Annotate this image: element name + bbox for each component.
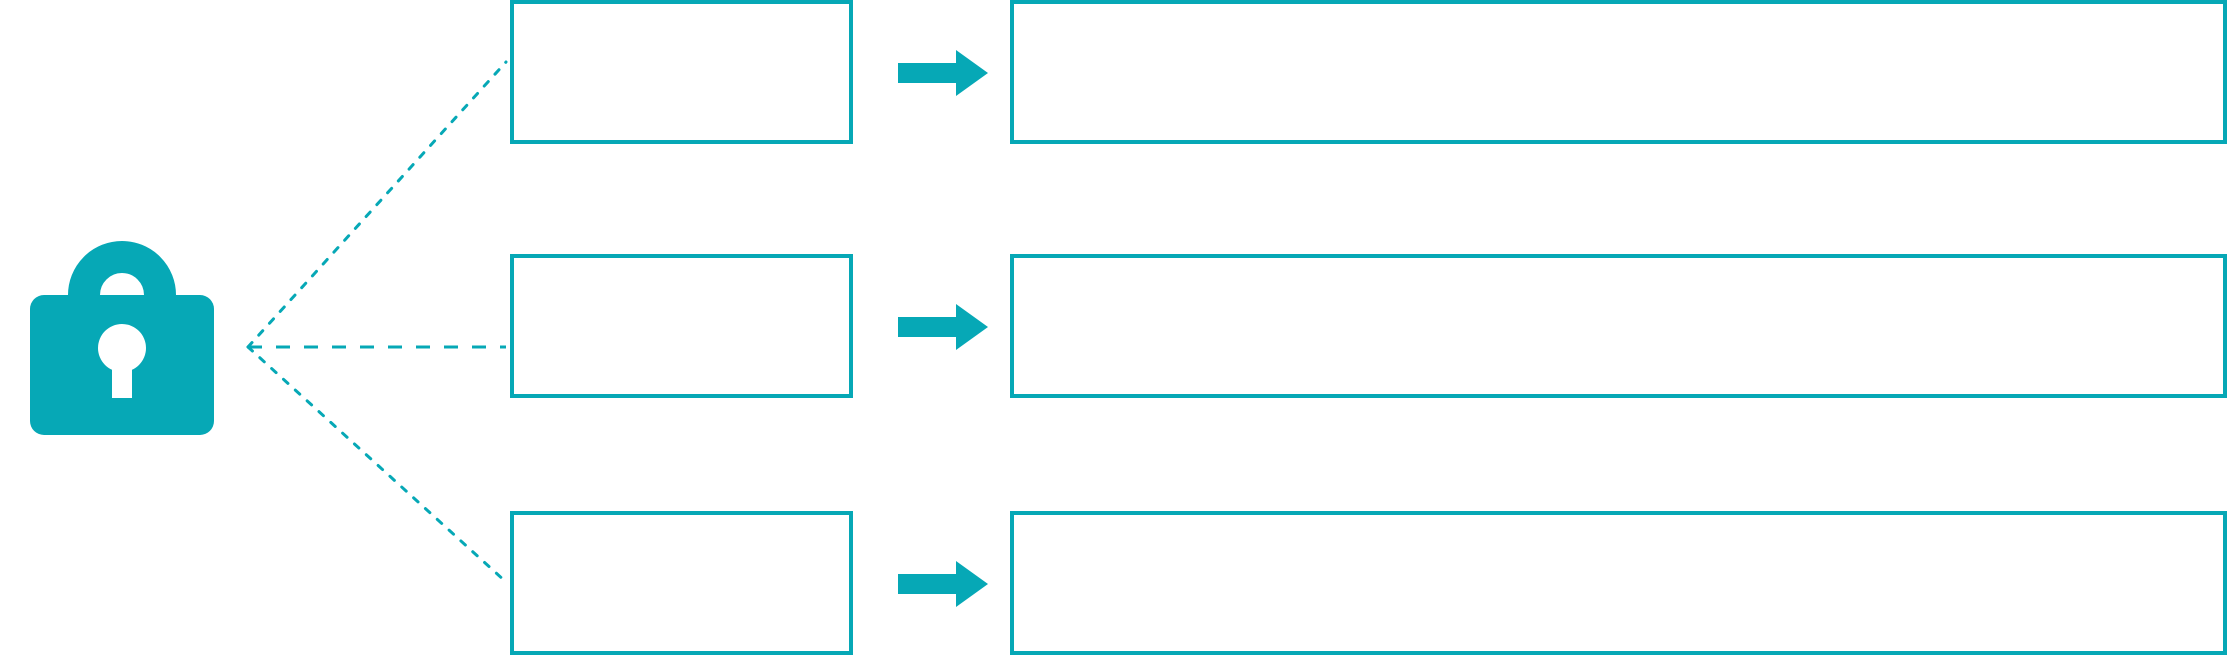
effect-box[interactable]	[1010, 511, 2227, 655]
lock-icon	[22, 148, 222, 440]
cause-box[interactable]	[510, 511, 853, 655]
diagram-row	[0, 254, 2229, 398]
effect-box[interactable]	[1010, 0, 2227, 144]
arrow-right-icon	[898, 561, 988, 607]
arrow-right-icon	[898, 304, 988, 350]
cause-box[interactable]	[510, 254, 853, 398]
cause-box[interactable]	[510, 0, 853, 144]
diagram-row	[0, 511, 2229, 655]
diagram-row	[0, 0, 2229, 144]
effect-box[interactable]	[1010, 254, 2227, 398]
arrow-right-icon	[898, 50, 988, 96]
